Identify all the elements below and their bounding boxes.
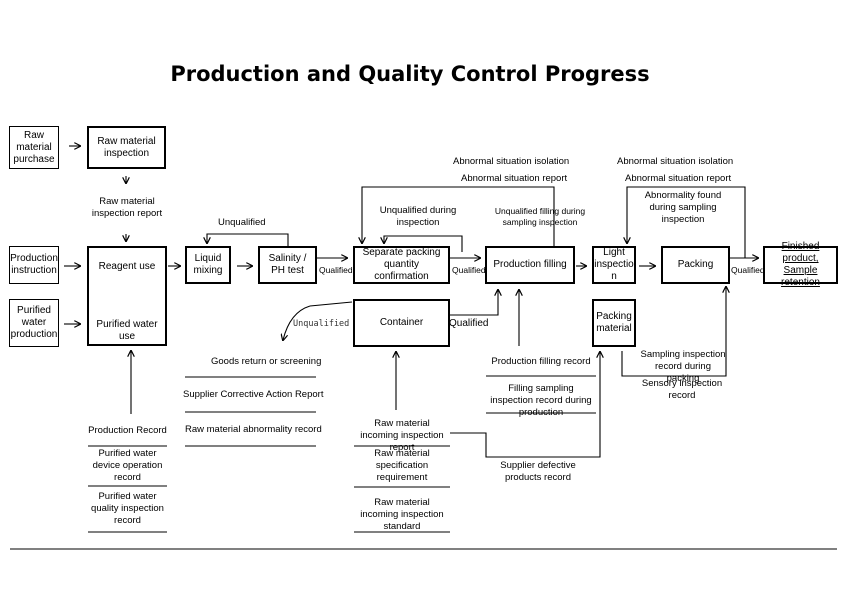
label-production-record: Production Record bbox=[88, 425, 167, 436]
label-sampling-packing-record: Sampling inspection record during packin… bbox=[640, 349, 726, 384]
box-salinity-ph-test: Salinity / PH test bbox=[258, 246, 317, 284]
label-production-filling-record: Production filling record bbox=[491, 356, 591, 367]
page-title: Production and Quality Control Progress bbox=[170, 62, 650, 86]
box-reagent-purified-water: Reagent use Purified water use bbox=[87, 246, 167, 346]
box-production-filling: Production filling bbox=[485, 246, 575, 284]
box-raw-material-inspection: Raw material inspection bbox=[87, 126, 166, 169]
label-pw-quality-record: Purified water quality inspection record bbox=[91, 491, 164, 526]
label-supplier-car: Supplier Corrective Action Report bbox=[183, 389, 324, 400]
label-filling-sampling-record: Filling sampling inspection record durin… bbox=[490, 383, 592, 418]
box-packing: Packing bbox=[661, 246, 730, 284]
label-sensory-record: Sensory inspection record bbox=[641, 378, 723, 401]
label-rm-spec: Raw material specification requirement bbox=[374, 448, 430, 483]
box-light-inspection: Light inspectio n bbox=[592, 246, 636, 284]
label-unqualified-during-inspection: Unqualified during inspection bbox=[379, 205, 457, 228]
label-abnormality-found: Abnormality found during sampling inspec… bbox=[644, 190, 722, 225]
label-abnormal-isolation-1: Abnormal situation isolation bbox=[453, 156, 570, 167]
label-rm-incoming-report: Raw material incoming inspection report bbox=[360, 418, 444, 453]
label-goods-return: Goods return or screening bbox=[211, 356, 322, 367]
label-abnormal-isolation-2: Abnormal situation isolation bbox=[617, 156, 734, 167]
box-container: Container bbox=[353, 299, 450, 347]
label-pw-device-record: Purified water device operation record bbox=[92, 448, 163, 483]
label-unqualified-mixing: Unqualified bbox=[218, 217, 266, 228]
label-qualified-container: Qualified bbox=[449, 318, 489, 329]
box-production-instruction: Production instruction bbox=[9, 246, 59, 284]
box-liquid-mixing: Liquid mixing bbox=[185, 246, 231, 284]
box-finished-product: Finished product, Sample retention bbox=[763, 241, 838, 288]
box-packing-material: Packing material bbox=[592, 299, 636, 347]
box-purified-water-production: Purified water production bbox=[9, 299, 59, 347]
label-abnormal-report-2: Abnormal situation report bbox=[625, 173, 732, 184]
reagent-use-label: Reagent use bbox=[98, 261, 156, 272]
box-separate-packing: Separate packing quantity confirmation bbox=[353, 246, 450, 284]
label-abnormal-report-1: Abnormal situation report bbox=[461, 173, 568, 184]
label-rm-incoming-standard: Raw material incoming inspection standar… bbox=[360, 497, 444, 532]
label-raw-material-inspection-report: Raw material inspection report bbox=[91, 196, 163, 219]
label-qualified-3: Qualified bbox=[731, 265, 765, 275]
box-raw-material-purchase: Raw material purchase bbox=[9, 126, 59, 169]
label-supplier-defective: Supplier defective products record bbox=[500, 460, 576, 483]
label-raw-abnormality-record: Raw material abnormality record bbox=[185, 424, 322, 435]
label-qualified-2: Qualified bbox=[452, 265, 486, 275]
label-unqualified-filling: Unqualified filling during sampling insp… bbox=[494, 206, 586, 227]
label-qualified-1: Qualified bbox=[319, 265, 353, 275]
purified-water-use-label: Purified water use bbox=[96, 319, 158, 342]
label-unqualified-container: Unqualified bbox=[293, 319, 350, 329]
